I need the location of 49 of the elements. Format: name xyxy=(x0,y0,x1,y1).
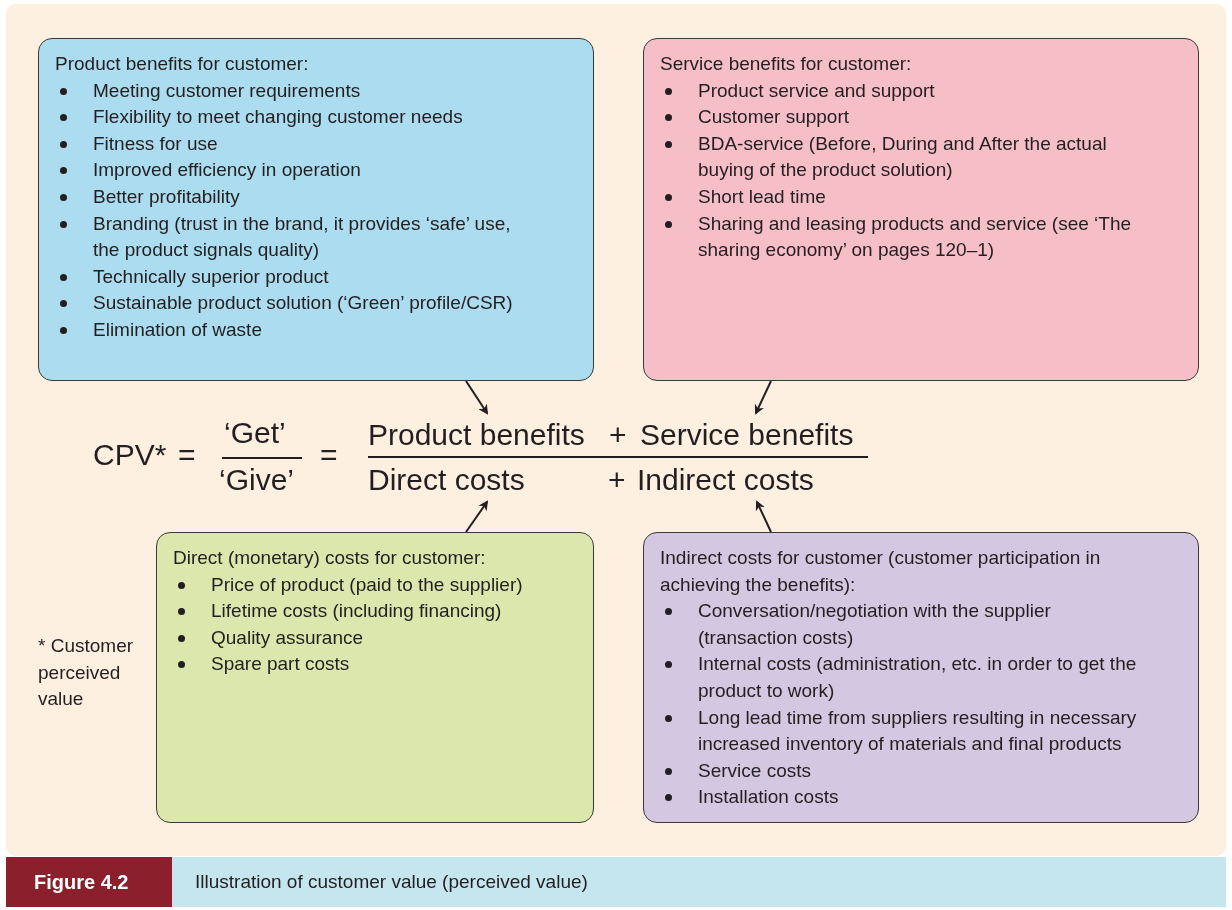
bullet-text: Installation costs xyxy=(698,786,839,808)
bullet-text: Customer support xyxy=(698,106,849,128)
bullet-text: Price of product (paid to the supplier) xyxy=(211,573,523,595)
caption: Illustration of customer value (perceived value) xyxy=(195,870,588,894)
bullet-text: Spare part costs xyxy=(211,653,350,675)
bullet-text: Elimination of waste xyxy=(93,318,262,340)
arrow xyxy=(755,500,772,533)
footnote: * Customer perceived value xyxy=(38,634,135,712)
card-heading: Service benefits for customer: xyxy=(660,52,913,76)
bullet-text: Improved efficiency in operation xyxy=(93,159,361,181)
bullet-text: BDA-service (Before, During and After the actual buying of the product solution) xyxy=(698,132,1107,181)
card-heading: Indirect costs for customer (customer participation in achieving the benefits): xyxy=(660,546,1102,597)
bullet-text: Flexibility to meet changing customer needs xyxy=(93,106,463,128)
bullet-text: Product service and support xyxy=(698,79,935,101)
bullet-text: Short lead time xyxy=(698,185,826,207)
plus-sign: + xyxy=(608,462,626,498)
formula-term: Direct costs xyxy=(368,462,525,498)
bullet-text: Long lead time from suppliers resulting in necessary increased inventory of materials and final products xyxy=(698,706,1137,755)
bullet-text: Fitness for use xyxy=(93,132,218,154)
formula-term: Indirect costs xyxy=(637,462,814,498)
card-heading: Product benefits for customer: xyxy=(55,52,310,76)
text-card xyxy=(38,38,594,381)
arrow xyxy=(465,500,489,533)
bullet-text: Sharing and leasing products and service (see ‘The sharing economy’ on pages 120–1) xyxy=(698,212,1132,261)
equals-sign: = xyxy=(320,437,338,473)
bullet-text: Sustainable product solution (‘Green’ profile/CSR) xyxy=(93,292,513,314)
text-card xyxy=(643,38,1199,381)
formula-term: Service benefits xyxy=(640,417,854,453)
bullet-text: Quality assurance xyxy=(211,626,364,648)
bullet-text: Conversation/negotiation with the supplier (transaction costs) xyxy=(698,600,1051,648)
bullet-text: Lifetime costs (including financing) xyxy=(211,600,502,622)
formula-symbol: CPV* xyxy=(93,437,167,473)
bullet-text: Service costs xyxy=(698,759,811,781)
plus-sign: + xyxy=(609,417,627,453)
bullet-text: Meeting customer requirements xyxy=(93,79,361,101)
arrow xyxy=(465,380,489,415)
denominator-term: ‘Give’ xyxy=(219,462,294,498)
bullet-text: Better profitability xyxy=(93,185,240,207)
equals-sign: = xyxy=(178,437,196,473)
formula-term: Product benefits xyxy=(368,417,585,453)
bullet-text: Technically superior product xyxy=(93,265,329,287)
numerator-term: ‘Get’ xyxy=(224,415,286,451)
arrow xyxy=(754,380,772,415)
text-card xyxy=(643,532,1199,823)
card-heading: Direct (monetary) costs for customer: xyxy=(173,546,487,570)
bullet-text: Internal costs (administration, etc. in order to get the product to work) xyxy=(698,653,1137,701)
bullet-text: Branding (trust in the brand, it provides ‘safe’ use, the product signals quality) xyxy=(93,212,511,261)
text-card xyxy=(156,532,594,823)
figure-number: Figure 4.2 xyxy=(6,857,172,907)
